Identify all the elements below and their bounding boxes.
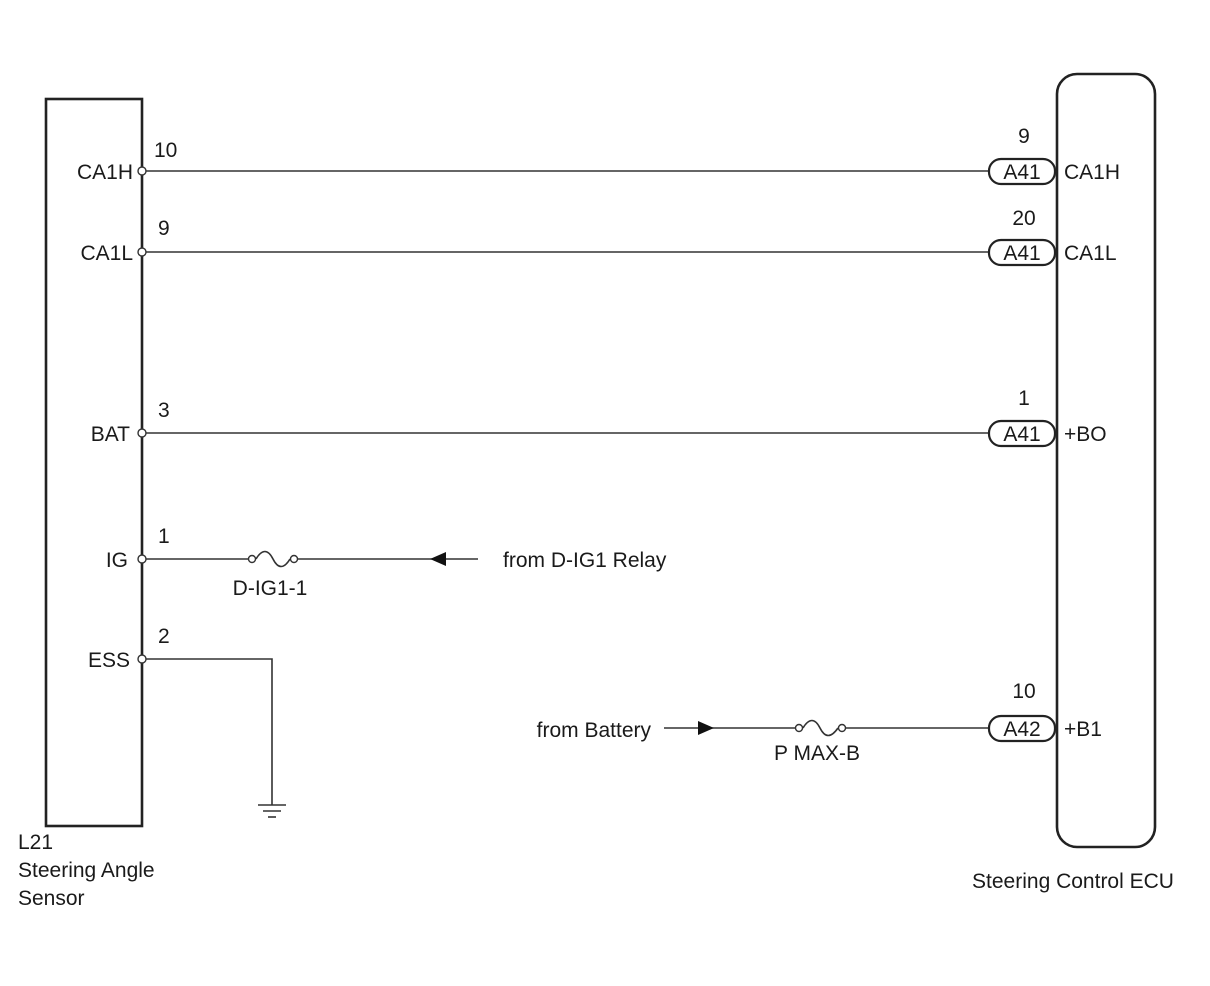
sensor-pin-number-ig: 1 — [158, 525, 170, 548]
ground-icon — [258, 804, 286, 818]
arrow-from-relay-icon — [430, 552, 446, 566]
sensor-pin-label-ca1h: CA1H — [77, 161, 133, 184]
sensor-pin-label-bat: BAT — [91, 423, 130, 446]
ecu-pin-number-b1: 10 — [1012, 680, 1035, 703]
ecu-connector-ca1l — [987, 238, 1057, 267]
sensor-pin-number-bat: 3 — [158, 399, 170, 422]
ecu-name: Steering Control ECU — [972, 870, 1174, 893]
ecu-connector-bo — [987, 419, 1057, 448]
sensor-terminal-ca1l — [137, 247, 147, 257]
source-battery-label: from Battery — [537, 719, 652, 742]
sensor-pin-number-ess: 2 — [158, 625, 170, 648]
ecu-box — [1055, 72, 1157, 849]
ecu-pin-label-ca1l: CA1L — [1064, 242, 1117, 265]
sensor-pin-label-ca1l: CA1L — [80, 242, 133, 265]
sensor-pin-label-ig: IG — [106, 549, 128, 572]
wire-ess-ground — [146, 658, 273, 805]
ecu-pin-label-ca1h: CA1H — [1064, 161, 1120, 184]
sensor-terminal-ess — [137, 654, 147, 664]
sensor-terminal-bat — [137, 428, 147, 438]
sensor-terminal-ig — [137, 554, 147, 564]
fuse-battery-label: P MAX-B — [774, 742, 860, 765]
sensor-code: L21 — [18, 831, 53, 854]
ecu-connector-code-bo: A41 — [1003, 423, 1040, 446]
ecu-pin-number-ca1h: 9 — [1018, 125, 1030, 148]
ecu-connector-code-b1: A42 — [1003, 718, 1040, 741]
fuse-ig-icon — [247, 550, 299, 568]
sensor-pin-number-ca1l: 9 — [158, 217, 170, 240]
fuse-battery-icon — [794, 719, 847, 737]
sensor-name-line1: Steering Angle — [18, 859, 155, 882]
sensor-box — [44, 97, 144, 828]
ecu-connector-ca1h — [987, 157, 1057, 186]
fuse-ig-label: D-IG1-1 — [233, 577, 308, 600]
source-ig-label: from D-IG1 Relay — [503, 549, 667, 572]
ecu-pin-label-bo: +BO — [1064, 423, 1107, 446]
sensor-terminal-ca1h — [137, 166, 147, 176]
sensor-pin-label-ess: ESS — [88, 649, 130, 672]
ecu-pin-label-b1: +B1 — [1064, 718, 1102, 741]
arrow-from-battery-icon — [698, 721, 714, 735]
ecu-connector-code-ca1h: A41 — [1003, 161, 1040, 184]
ecu-connector-b1 — [987, 714, 1057, 743]
sensor-pin-number-ca1h: 10 — [154, 139, 177, 162]
ecu-pin-number-ca1l: 20 — [1012, 207, 1035, 230]
ecu-connector-code-ca1l: A41 — [1003, 242, 1040, 265]
ecu-pin-number-bo: 1 — [1018, 387, 1030, 410]
sensor-name-line2: Sensor — [18, 887, 85, 910]
